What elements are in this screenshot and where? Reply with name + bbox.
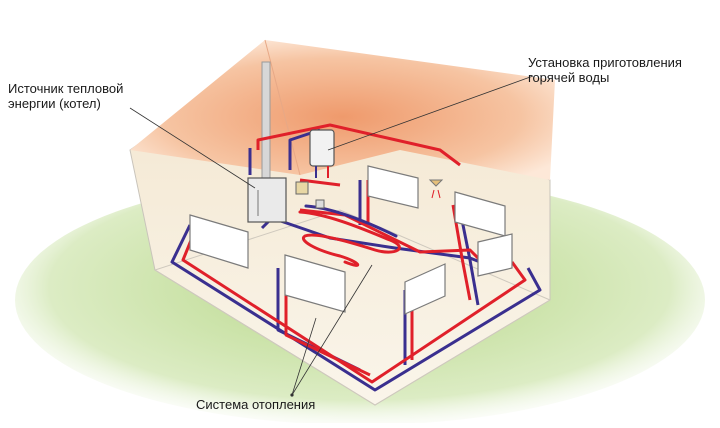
radiator-right-lower: [477, 233, 513, 277]
boiler-label: Источник тепловой энергии (котел): [8, 81, 124, 111]
leader-heating-2: [291, 264, 373, 396]
leader-boiler: [129, 107, 256, 189]
leader-heating-dot: [290, 393, 294, 397]
underfloor-coil: [298, 204, 401, 267]
heating-system-label: Система отопления: [196, 397, 316, 412]
faucet-icon: [428, 179, 444, 199]
leader-heating-1: [291, 317, 317, 396]
radiator-center-right: [404, 263, 446, 315]
hot-water-label: Установка приготовления горячей воды: [528, 55, 682, 85]
leader-hot-water: [327, 75, 534, 151]
water-heater-unit: [309, 129, 335, 178]
leader-lines: [129, 75, 534, 397]
chimney: [261, 61, 271, 181]
radiator-left: [189, 214, 249, 269]
roof-ridge: [264, 39, 301, 176]
radiators: [189, 165, 513, 315]
house-roof: [130, 40, 555, 180]
house-floor: [153, 209, 552, 406]
radiator-front: [284, 254, 346, 313]
boiler-unit: [247, 177, 325, 223]
radiator-back: [367, 165, 419, 209]
